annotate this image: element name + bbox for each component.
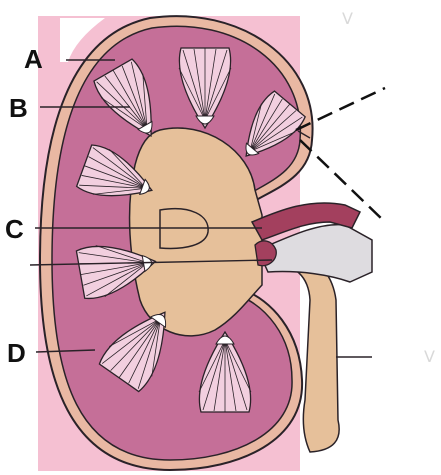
label-b: B — [9, 93, 28, 123]
watermark-top: V — [342, 9, 353, 28]
label-d: D — [7, 338, 26, 368]
label-c: C — [5, 214, 24, 244]
label-a: A — [24, 44, 43, 74]
watermark-right: V — [424, 347, 435, 366]
